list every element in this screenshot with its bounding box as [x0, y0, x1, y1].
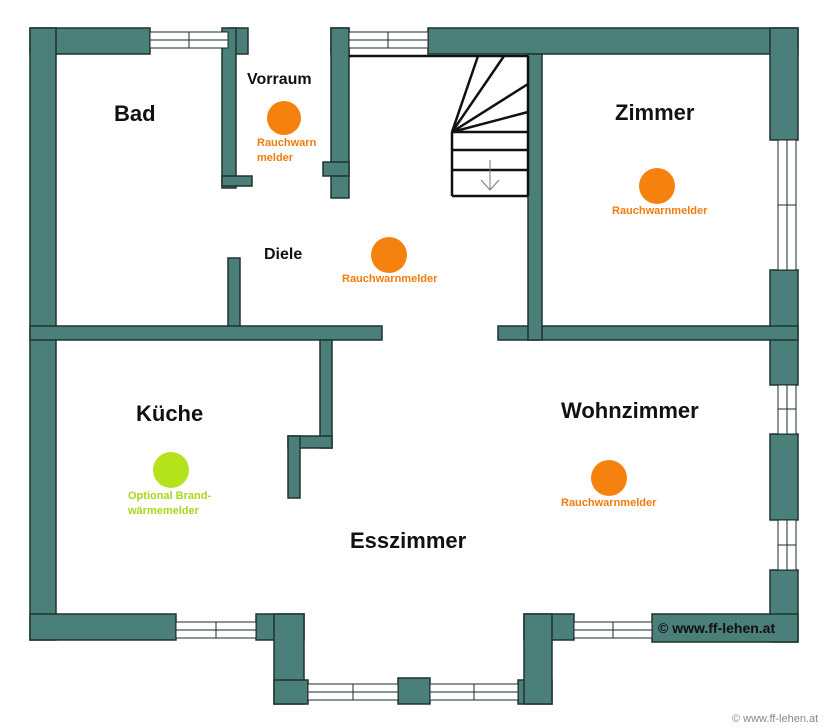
wall-right-mid2	[769, 433, 799, 521]
wall-bay-bottom-center	[397, 677, 431, 705]
detector-label: Rauchwarnmelder	[612, 205, 708, 217]
room-label-vorraum: Vorraum	[247, 71, 312, 88]
smoke-detector-icon	[639, 168, 675, 204]
room-label-kueche: Küche	[136, 401, 203, 426]
wall-bad-diele-lower	[227, 257, 241, 337]
wall-bay-right	[523, 613, 553, 705]
detector-zimmer: Rauchwarnmelder	[612, 168, 708, 217]
wall-horizontal-left	[29, 325, 383, 341]
window-wohnzimmer-2	[777, 519, 797, 571]
detector-label: Optional Brand-	[128, 490, 211, 502]
room-label-wohnzimmer: Wohnzimmer	[561, 398, 699, 423]
copyright-text: © www.ff-lehen.at	[658, 620, 775, 636]
watermark-text: © www.ff-lehen.at	[732, 713, 818, 725]
wall-kueche-right	[319, 339, 333, 449]
detector-label: wärmemelder	[127, 505, 200, 517]
detector-label: Rauchwarn	[257, 137, 317, 149]
wall-stair-right	[527, 53, 543, 341]
window-vorraum	[348, 31, 429, 49]
window-esszimmer-right	[429, 683, 519, 701]
heat-detector-icon	[153, 452, 189, 488]
wall-bay-bottom-left	[273, 679, 309, 705]
detectors: Rauchwarn melder Rauchwarnmelder Rauchwa…	[127, 101, 708, 517]
wall-kueche-lower	[287, 435, 301, 499]
wall-vorraum-stub	[221, 175, 253, 187]
window-wohnzimmer-1	[777, 384, 797, 435]
window-zimmer	[777, 139, 797, 271]
detector-diele: Rauchwarnmelder	[342, 237, 438, 285]
window-bad	[149, 31, 229, 49]
window-esszimmer-left	[307, 683, 399, 701]
room-label-diele: Diele	[264, 246, 302, 263]
window-wohnzimmer-bottom	[573, 621, 653, 639]
smoke-detector-icon	[267, 101, 301, 135]
smoke-detector-icon	[591, 460, 627, 496]
detector-wohnzimmer: Rauchwarnmelder	[561, 460, 657, 509]
wall-vorraum-right	[330, 27, 350, 199]
wall-top-right	[427, 27, 799, 55]
room-label-zimmer: Zimmer	[615, 100, 695, 125]
room-label-bad: Bad	[114, 101, 156, 126]
room-label-esszimmer: Esszimmer	[350, 528, 467, 553]
wall-bottom-right	[651, 613, 799, 643]
smoke-detector-icon	[371, 237, 407, 273]
wall-horizontal-right	[497, 325, 799, 341]
detector-kueche: Optional Brand- wärmemelder	[127, 452, 211, 517]
windows	[149, 31, 797, 701]
wall-bottom-left	[29, 613, 177, 641]
wall-right-top	[769, 27, 799, 141]
detector-vorraum: Rauchwarn melder	[257, 101, 317, 164]
window-kueche	[175, 621, 257, 639]
detector-label: melder	[257, 152, 294, 164]
detector-label: Rauchwarnmelder	[561, 497, 657, 509]
room-labels: Bad Vorraum Zimmer Diele Küche Wohnzimme…	[114, 71, 699, 553]
walls	[29, 27, 799, 705]
detector-label: Rauchwarnmelder	[342, 273, 438, 285]
staircase	[349, 54, 530, 198]
wall-bad-vorraum	[221, 27, 237, 189]
wall-vorraum-right-stub	[322, 161, 350, 177]
